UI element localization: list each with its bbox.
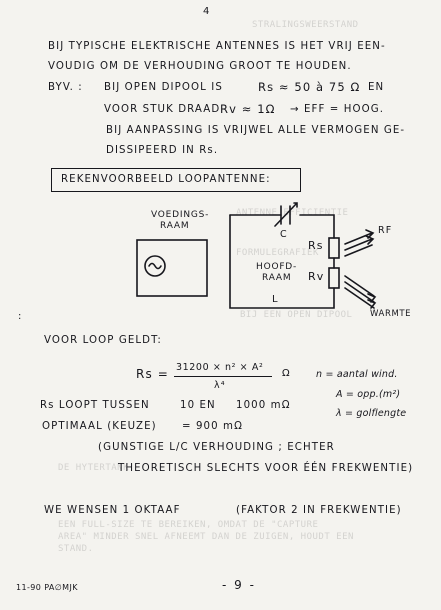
definition-n: n = aantal wind. xyxy=(316,369,398,380)
fraction-bar xyxy=(174,376,272,378)
closing-text: WE WENSEN 1 OKTAAF xyxy=(44,505,181,516)
footer-left: 11-90 PA∅MJK xyxy=(16,583,78,592)
intro-line-4c: → EFF = HOOG. xyxy=(290,104,385,115)
supply-label-2: RAAM xyxy=(160,221,190,231)
intro-line-4b: Rv ≈ 1Ω xyxy=(220,102,276,116)
intro-line-3a: BIJ OPEN DIPOOL IS xyxy=(104,82,223,93)
heat-arrows-icon xyxy=(344,275,375,309)
formula-unit: Ω xyxy=(282,368,291,379)
resistor-rv xyxy=(328,267,340,289)
intro-line-3b: Rs ≈ 50 à 75 Ω xyxy=(258,80,361,94)
bleed-through-text: EEN FULL-SIZE TE BEREIKEN, OMDAT DE "CAP… xyxy=(58,520,319,530)
intro-line-5: BIJ AANPASSING IS VRIJWEL ALLE VERMOGEN … xyxy=(106,125,406,136)
loop-inductance-label: L xyxy=(272,294,279,305)
main-loop-label-2: RAAM xyxy=(262,273,292,283)
example-title: REKENVOORBEELD LOOPANTENNE: xyxy=(61,174,271,185)
formula-lhs: Rs = xyxy=(136,367,169,381)
range-text-a: Rs LOOPT TUSSEN xyxy=(40,400,150,411)
supply-loop xyxy=(136,239,208,297)
bleed-through-text: BIJ EEN OPEN DIPOOL xyxy=(240,310,353,320)
optimal-value: = 900 mΩ xyxy=(182,421,243,432)
formula-numerator: 31200 × n² × A² xyxy=(176,362,264,373)
example-title-box xyxy=(51,168,301,192)
formula-denominator: λ⁴ xyxy=(214,380,226,391)
range-text-b: 10 EN xyxy=(180,400,216,411)
range-text-c: 1000 mΩ xyxy=(236,400,291,411)
optimal-label: OPTIMAAL (KEUZE) xyxy=(42,421,157,432)
main-loop-label-1: HOOFD- xyxy=(256,262,298,272)
definition-lambda: λ = golflengte xyxy=(336,408,407,419)
main-loop-top xyxy=(229,214,335,239)
bleed-through-text: STRALINGSWEERSTAND xyxy=(252,20,359,30)
rf-radiation-arrows-icon xyxy=(344,232,373,257)
bleed-through-text: FORMULEGRAFIEK xyxy=(236,248,319,258)
page-number-top: 4 xyxy=(203,6,211,17)
margin-tick: : xyxy=(18,311,22,322)
main-loop-bottom xyxy=(229,214,335,309)
note-line-1: (GUNSTIGE L/C VERHOUDING ; ECHTER xyxy=(98,442,335,453)
supply-label-1: VOEDINGS- xyxy=(151,210,210,220)
intro-line-6: DISSIPEERD IN Rs. xyxy=(106,145,219,156)
byv-label: BYV. : xyxy=(48,82,83,93)
formula-lead: VOOR LOOP GELDT: xyxy=(44,335,162,346)
closing-paren: (FAKTOR 2 IN FREKWENTIE) xyxy=(236,505,402,516)
variable-capacitor-arrow xyxy=(274,202,298,227)
footer-page-number: - 9 - xyxy=(222,578,256,592)
intro-line-2: VOUDIG OM DE VERHOUDING GROOT TE HOUDEN. xyxy=(48,61,352,72)
intro-line-3c: EN xyxy=(368,82,385,93)
rs-label: Rs xyxy=(308,239,324,252)
bleed-through-text: ANTENNE EFFICIENTIE xyxy=(236,208,349,218)
rf-label: RF xyxy=(378,225,393,236)
rv-label: Rv xyxy=(308,270,325,283)
bleed-through-text: DE HYTERTANK xyxy=(58,463,130,473)
resistor-rs xyxy=(328,237,340,259)
capacitor-label: C xyxy=(280,229,288,240)
ac-source-icon xyxy=(144,255,166,277)
definition-a: A = opp.(m²) xyxy=(336,389,401,400)
intro-line-1: BIJ TYPISCHE ELEKTRISCHE ANTENNES IS HET… xyxy=(48,41,386,52)
heat-label: WARMTE xyxy=(370,309,412,319)
intro-line-4a: VOOR STUK DRAAD xyxy=(104,104,221,115)
bleed-through-text: STAND. xyxy=(58,544,94,554)
bleed-through-text: AREA" MINDER SNEL AFNEEMT DAN DE ZUIGEN,… xyxy=(58,532,354,542)
sine-wave-icon xyxy=(148,262,162,270)
capacitor-plates xyxy=(280,205,291,225)
note-line-2: THEORETISCH SLECHTS VOOR ÉÉN FREKWENTIE) xyxy=(118,463,414,474)
